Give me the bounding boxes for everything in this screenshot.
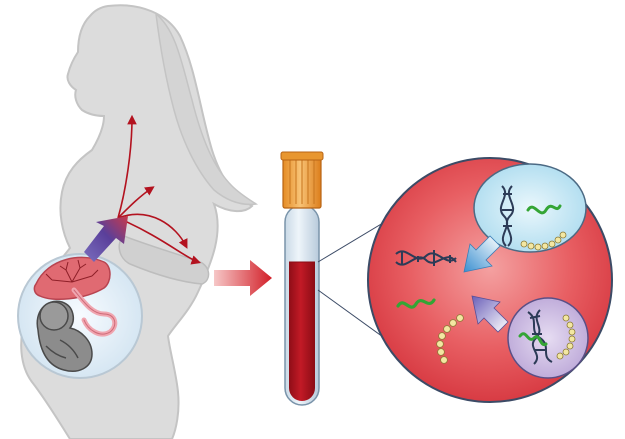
- fetal-bead-chain-icon: [556, 314, 576, 360]
- fetal-cell: [507, 297, 589, 379]
- fetal-release-arrow: [471, 295, 509, 333]
- tube-cap-ridges: [289, 160, 315, 204]
- fetus-icon: [36, 300, 93, 372]
- maternal-rna-strand-icon: [526, 204, 562, 215]
- circulation-arrows: [117, 114, 202, 265]
- magnified-plasma-circle: [367, 157, 613, 403]
- fetus-and-placenta: [17, 253, 143, 379]
- placenta-to-blood-arrow: [84, 216, 128, 262]
- blood-collection-tube: [280, 151, 324, 406]
- maternal-release-arrow: [463, 235, 501, 273]
- cell-free-dna-fragments: [395, 250, 464, 364]
- maternal-bead-chain-icon: [520, 231, 567, 251]
- maternal-dna-double-helix-icon: [499, 185, 515, 247]
- placenta-vessels-icon: [45, 259, 99, 283]
- cfdna-double-helix-icon: [395, 250, 457, 266]
- cfdna-bead-chain-icon: [436, 314, 464, 364]
- fetal-rna-strand-icon: [518, 332, 548, 347]
- maternal-cell: [473, 163, 587, 253]
- to-tube-arrow: [214, 260, 272, 296]
- cfdna-green-strand-icon: [396, 298, 436, 309]
